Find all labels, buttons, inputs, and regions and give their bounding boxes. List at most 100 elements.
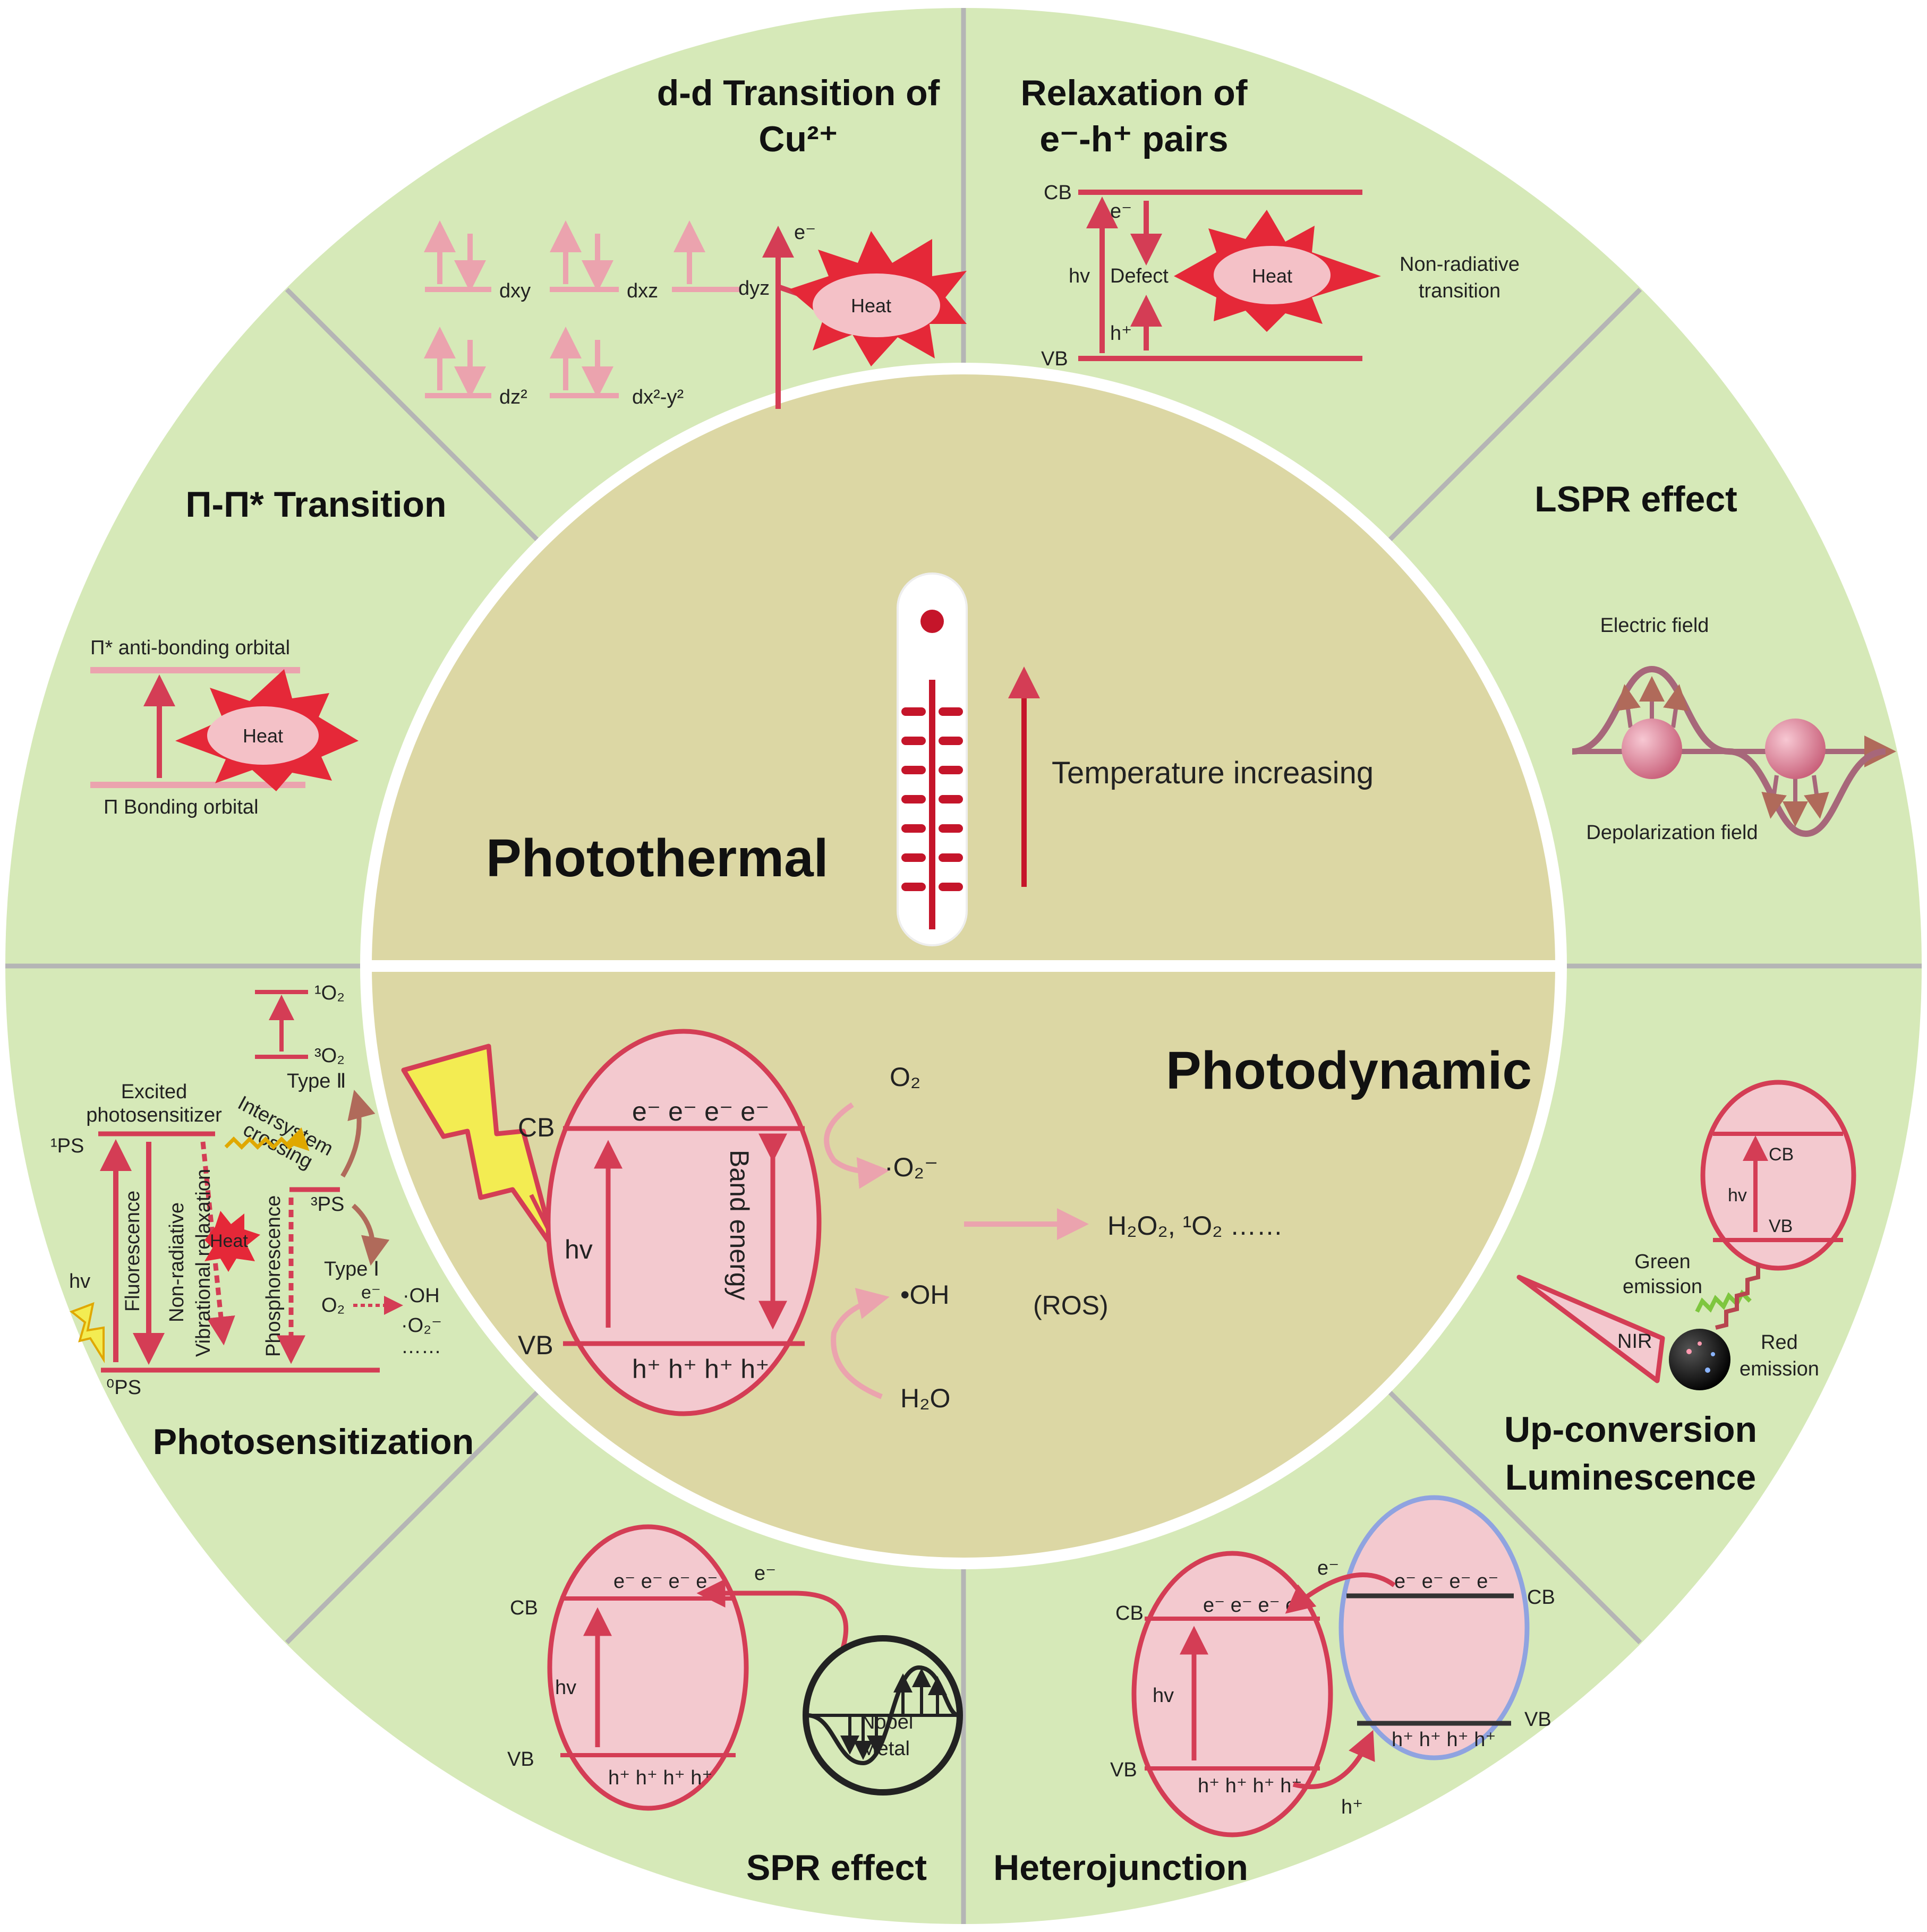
dx2y2-label: dx²-y² bbox=[632, 386, 684, 408]
heat-burst-icon bbox=[204, 1211, 260, 1272]
upconv-title-line2: Luminescence bbox=[1505, 1457, 1756, 1498]
relax-cb-label: CB bbox=[1044, 182, 1072, 204]
center-cb-label: CB bbox=[518, 1113, 555, 1142]
type1-o2r-label: ·O₂⁻ bbox=[401, 1314, 442, 1337]
vibrational-label: Vibrational relaxation bbox=[192, 1169, 215, 1357]
nanoparticle-icon bbox=[1765, 719, 1826, 779]
excited-label-2: photosensitizer bbox=[86, 1104, 222, 1126]
nobel-metal-circle bbox=[803, 1635, 963, 1796]
relax-vb-label: VB bbox=[1041, 348, 1068, 370]
o2-triplet-label: ³O₂ bbox=[314, 1045, 345, 1067]
upconv-semiconductor bbox=[1700, 1080, 1856, 1271]
pi-title: Π-Π* Transition bbox=[185, 484, 446, 525]
heterojunction-panel: Heterojunction CB VB CB VB e⁻ e⁻ e⁻ e⁻ h… bbox=[993, 1495, 1555, 1888]
hetero-holes: h⁺ h⁺ h⁺ h⁺ bbox=[1198, 1775, 1302, 1797]
o2-radical-label: ·O₂⁻ bbox=[884, 1152, 938, 1182]
o2-arrow bbox=[824, 1102, 890, 1189]
relax-nonrad-label-1: Non-radiative bbox=[1400, 253, 1520, 276]
ros-products-label: H₂O₂, ¹O₂ …… bbox=[1107, 1211, 1283, 1241]
hetero-holes-right: h⁺ h⁺ h⁺ h⁺ bbox=[1392, 1729, 1496, 1751]
type2-label: Type Ⅱ bbox=[287, 1070, 346, 1092]
relax-heat-label: Heat bbox=[1252, 265, 1292, 287]
dxy-label: dxy bbox=[499, 280, 531, 302]
hetero-e-label: e⁻ bbox=[1317, 1557, 1339, 1579]
metal-label: Metal bbox=[860, 1738, 910, 1760]
type2-arrow bbox=[340, 1089, 376, 1178]
dyz-label: dyz bbox=[738, 277, 770, 300]
ps0-label: ⁰PS bbox=[106, 1377, 141, 1399]
hetero-h-label: h⁺ bbox=[1341, 1796, 1363, 1818]
o2-label: O₂ bbox=[890, 1062, 920, 1092]
spr-title: SPR effect bbox=[746, 1848, 927, 1888]
hetero-hole-transfer-arrow bbox=[1292, 1730, 1375, 1789]
nonrad-label: Non-radiative bbox=[166, 1202, 188, 1322]
dd-electron-label: e⁻ bbox=[794, 221, 816, 244]
upconv-hv-label: hv bbox=[1728, 1185, 1747, 1206]
relax-e-label: e⁻ bbox=[1110, 200, 1132, 223]
h2o-arrow bbox=[831, 1288, 890, 1399]
fluorescence-label: Fluorescence bbox=[122, 1191, 144, 1312]
hetero-cb-right-label: CB bbox=[1527, 1586, 1555, 1609]
pi-heat-label: Heat bbox=[243, 725, 283, 747]
center-holes: h⁺ h⁺ h⁺ h⁺ bbox=[632, 1354, 769, 1384]
red-emission-label-2: emission bbox=[1740, 1358, 1819, 1380]
photosensitization-panel: Photosensitization ¹O₂ ³O₂ Type Ⅱ Excite… bbox=[50, 982, 474, 1462]
lightning-icon bbox=[70, 1302, 105, 1363]
upconv-cb-label: CB bbox=[1769, 1144, 1794, 1165]
ps1-label: ¹PS bbox=[50, 1135, 84, 1157]
hetero-electrons-right: e⁻ e⁻ e⁻ e⁻ bbox=[1394, 1570, 1498, 1593]
relax-hv-label: hv bbox=[1069, 265, 1090, 287]
nanoparticle-icon bbox=[1622, 719, 1682, 779]
red-emission-label-1: Red bbox=[1761, 1331, 1798, 1354]
ros-label: (ROS) bbox=[1033, 1290, 1109, 1320]
green-emission-label-2: emission bbox=[1623, 1276, 1702, 1298]
pi-transition-panel: Π-Π* Transition Π* anti-bonding orbital … bbox=[90, 484, 447, 818]
hetero-vb-right-label: VB bbox=[1524, 1708, 1551, 1731]
red-emission-wave bbox=[1715, 1264, 1760, 1330]
dd-transition-panel: d-d Transition of Cu²⁺ dxy dxz dyz dz² d… bbox=[424, 73, 967, 409]
spr-panel: SPR effect CB VB e⁻ e⁻ e⁻ e⁻ h⁺ h⁺ h⁺ h⁺… bbox=[507, 1524, 963, 1888]
lspr-title: LSPR effect bbox=[1534, 479, 1737, 519]
type1-arrow bbox=[351, 1203, 390, 1266]
photo-heat-label: Heat bbox=[210, 1231, 248, 1251]
ring-dividers bbox=[5, 8, 1922, 1924]
dz2-label: dz² bbox=[499, 386, 527, 408]
photothermal-title: Photothermal bbox=[486, 828, 828, 888]
center-vb-label: VB bbox=[518, 1330, 553, 1360]
relax-nonrad-label-2: transition bbox=[1419, 280, 1500, 302]
nobel-label: Nobel bbox=[860, 1711, 913, 1733]
lspr-depolarization-label: Depolarization field bbox=[1586, 822, 1758, 844]
type1-e-label: e⁻ bbox=[361, 1283, 381, 1303]
photo-hv-label: hv bbox=[69, 1270, 90, 1293]
excited-label-1: Excited bbox=[121, 1081, 187, 1103]
nir-label: NIR bbox=[1617, 1330, 1652, 1353]
ps3-label: ³PS bbox=[311, 1193, 344, 1216]
spr-vb-label: VB bbox=[507, 1748, 534, 1771]
upconv-vb-label: VB bbox=[1769, 1216, 1793, 1236]
pi-bonding-label: Π Bonding orbital bbox=[104, 796, 259, 818]
relax-title-line2: e⁻-h⁺ pairs bbox=[1039, 119, 1228, 159]
dd-heat-label: Heat bbox=[851, 295, 891, 317]
upconversion-panel: Up-conversion Luminescence CB VB hv Gree… bbox=[1504, 1080, 1856, 1498]
lspr-panel: LSPR effect Electric field Depolarizatio… bbox=[1534, 479, 1896, 844]
hetero-title: Heterojunction bbox=[993, 1848, 1248, 1888]
hetero-cb-label: CB bbox=[1115, 1602, 1144, 1625]
h2o-label: H₂O bbox=[900, 1383, 950, 1413]
spr-semiconductor bbox=[547, 1524, 749, 1811]
type1-dots: …… bbox=[401, 1336, 441, 1358]
hetero-semiconductor-left bbox=[1131, 1551, 1333, 1837]
photodynamic-title: Photodynamic bbox=[1166, 1041, 1532, 1100]
nobel-metal-field-arrows bbox=[840, 1668, 947, 1760]
upconv-title-line1: Up-conversion bbox=[1504, 1409, 1757, 1450]
hetero-hv-label: hv bbox=[1153, 1685, 1174, 1707]
lspr-electric-label: Electric field bbox=[1600, 614, 1709, 637]
spr-holes: h⁺ h⁺ h⁺ h⁺ bbox=[608, 1767, 712, 1789]
spr-cb-label: CB bbox=[510, 1597, 538, 1619]
spr-hv-label: hv bbox=[555, 1677, 576, 1699]
dd-title-line1: d-d Transition of bbox=[657, 73, 940, 113]
relax-title-line1: Relaxation of bbox=[1021, 73, 1248, 113]
spr-electrons: e⁻ e⁻ e⁻ e⁻ bbox=[613, 1570, 718, 1593]
green-emission-label-1: Green bbox=[1634, 1251, 1691, 1273]
hetero-vb-label: VB bbox=[1110, 1759, 1137, 1781]
